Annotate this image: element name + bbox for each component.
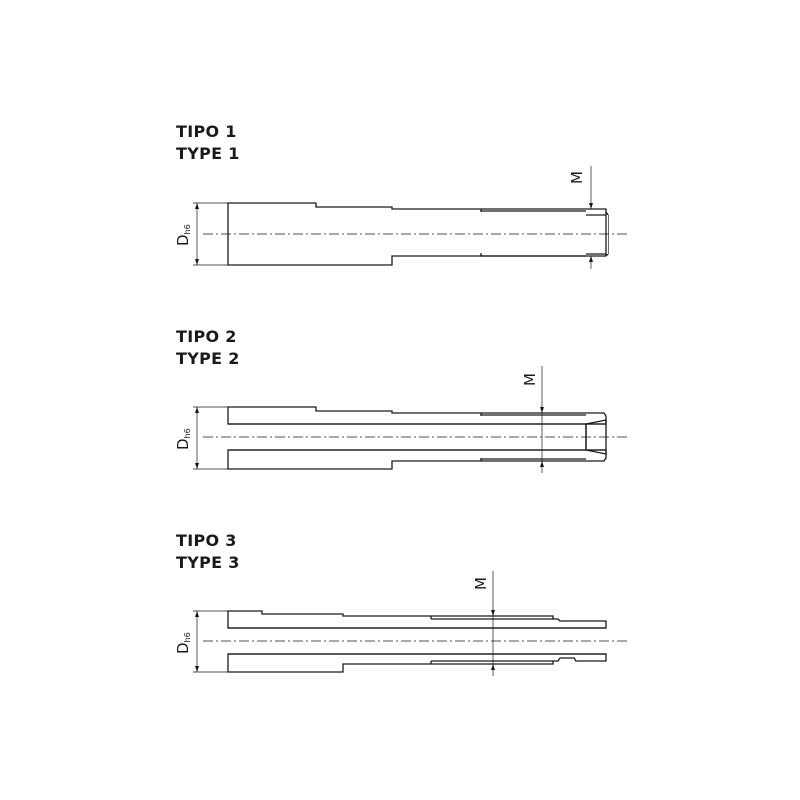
type-3-title-it: TIPO 3 <box>176 531 237 550</box>
type-3-drawing: Dh6 M <box>174 571 628 676</box>
type-2-diameter-label: Dh6 <box>174 428 192 450</box>
type-1-title: TIPO 1 TYPE 1 <box>176 121 240 165</box>
type-3-m-label: M <box>472 577 490 590</box>
type-1-bore <box>586 215 608 254</box>
type-1-title-en: TYPE 1 <box>176 144 240 163</box>
type-1-m-label: M <box>568 171 586 184</box>
type-3-diameter-label: Dh6 <box>174 632 192 654</box>
type-3-title-en: TYPE 3 <box>176 553 240 572</box>
type-1-diameter-label: Dh6 <box>174 224 192 246</box>
type-2-title-en: TYPE 2 <box>176 349 240 368</box>
type-3-lower-wall <box>227 653 607 673</box>
type-1-body <box>227 202 609 266</box>
type-1-title-it: TIPO 1 <box>176 122 237 141</box>
type-3-title: TIPO 3 TYPE 3 <box>176 530 240 574</box>
type-1-drawing: Dh6 M <box>174 166 628 269</box>
type-2-title-it: TIPO 2 <box>176 327 237 346</box>
type-2-title: TIPO 2 TYPE 2 <box>176 326 240 370</box>
type-2-drawing: Dh6 M <box>174 366 628 473</box>
type-2-m-label: M <box>521 373 539 386</box>
